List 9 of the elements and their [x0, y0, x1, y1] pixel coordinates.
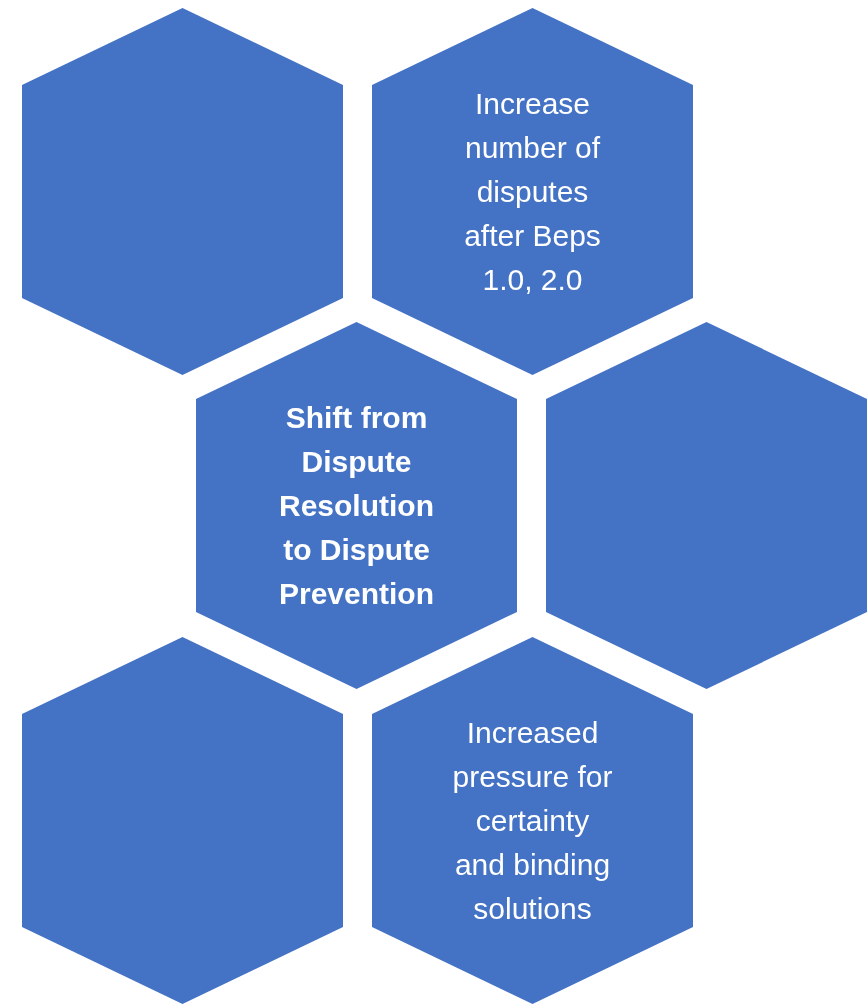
hexagon-shape [22, 637, 343, 1004]
hexagon-text: Shift from Dispute Resolution to Dispute Prevention [277, 399, 435, 612]
hexagon-shape [372, 8, 693, 375]
hexagon-shape [372, 637, 693, 1004]
hexagon-text: Increased pressure for certainty and binding solutions [451, 714, 614, 927]
hexagon-shape [22, 8, 343, 375]
hexagon-shape [546, 322, 867, 689]
hexagon-shape [196, 322, 517, 689]
hexagon-text: Increase number of disputes after Beps 1.0, 2.0 [463, 85, 602, 298]
